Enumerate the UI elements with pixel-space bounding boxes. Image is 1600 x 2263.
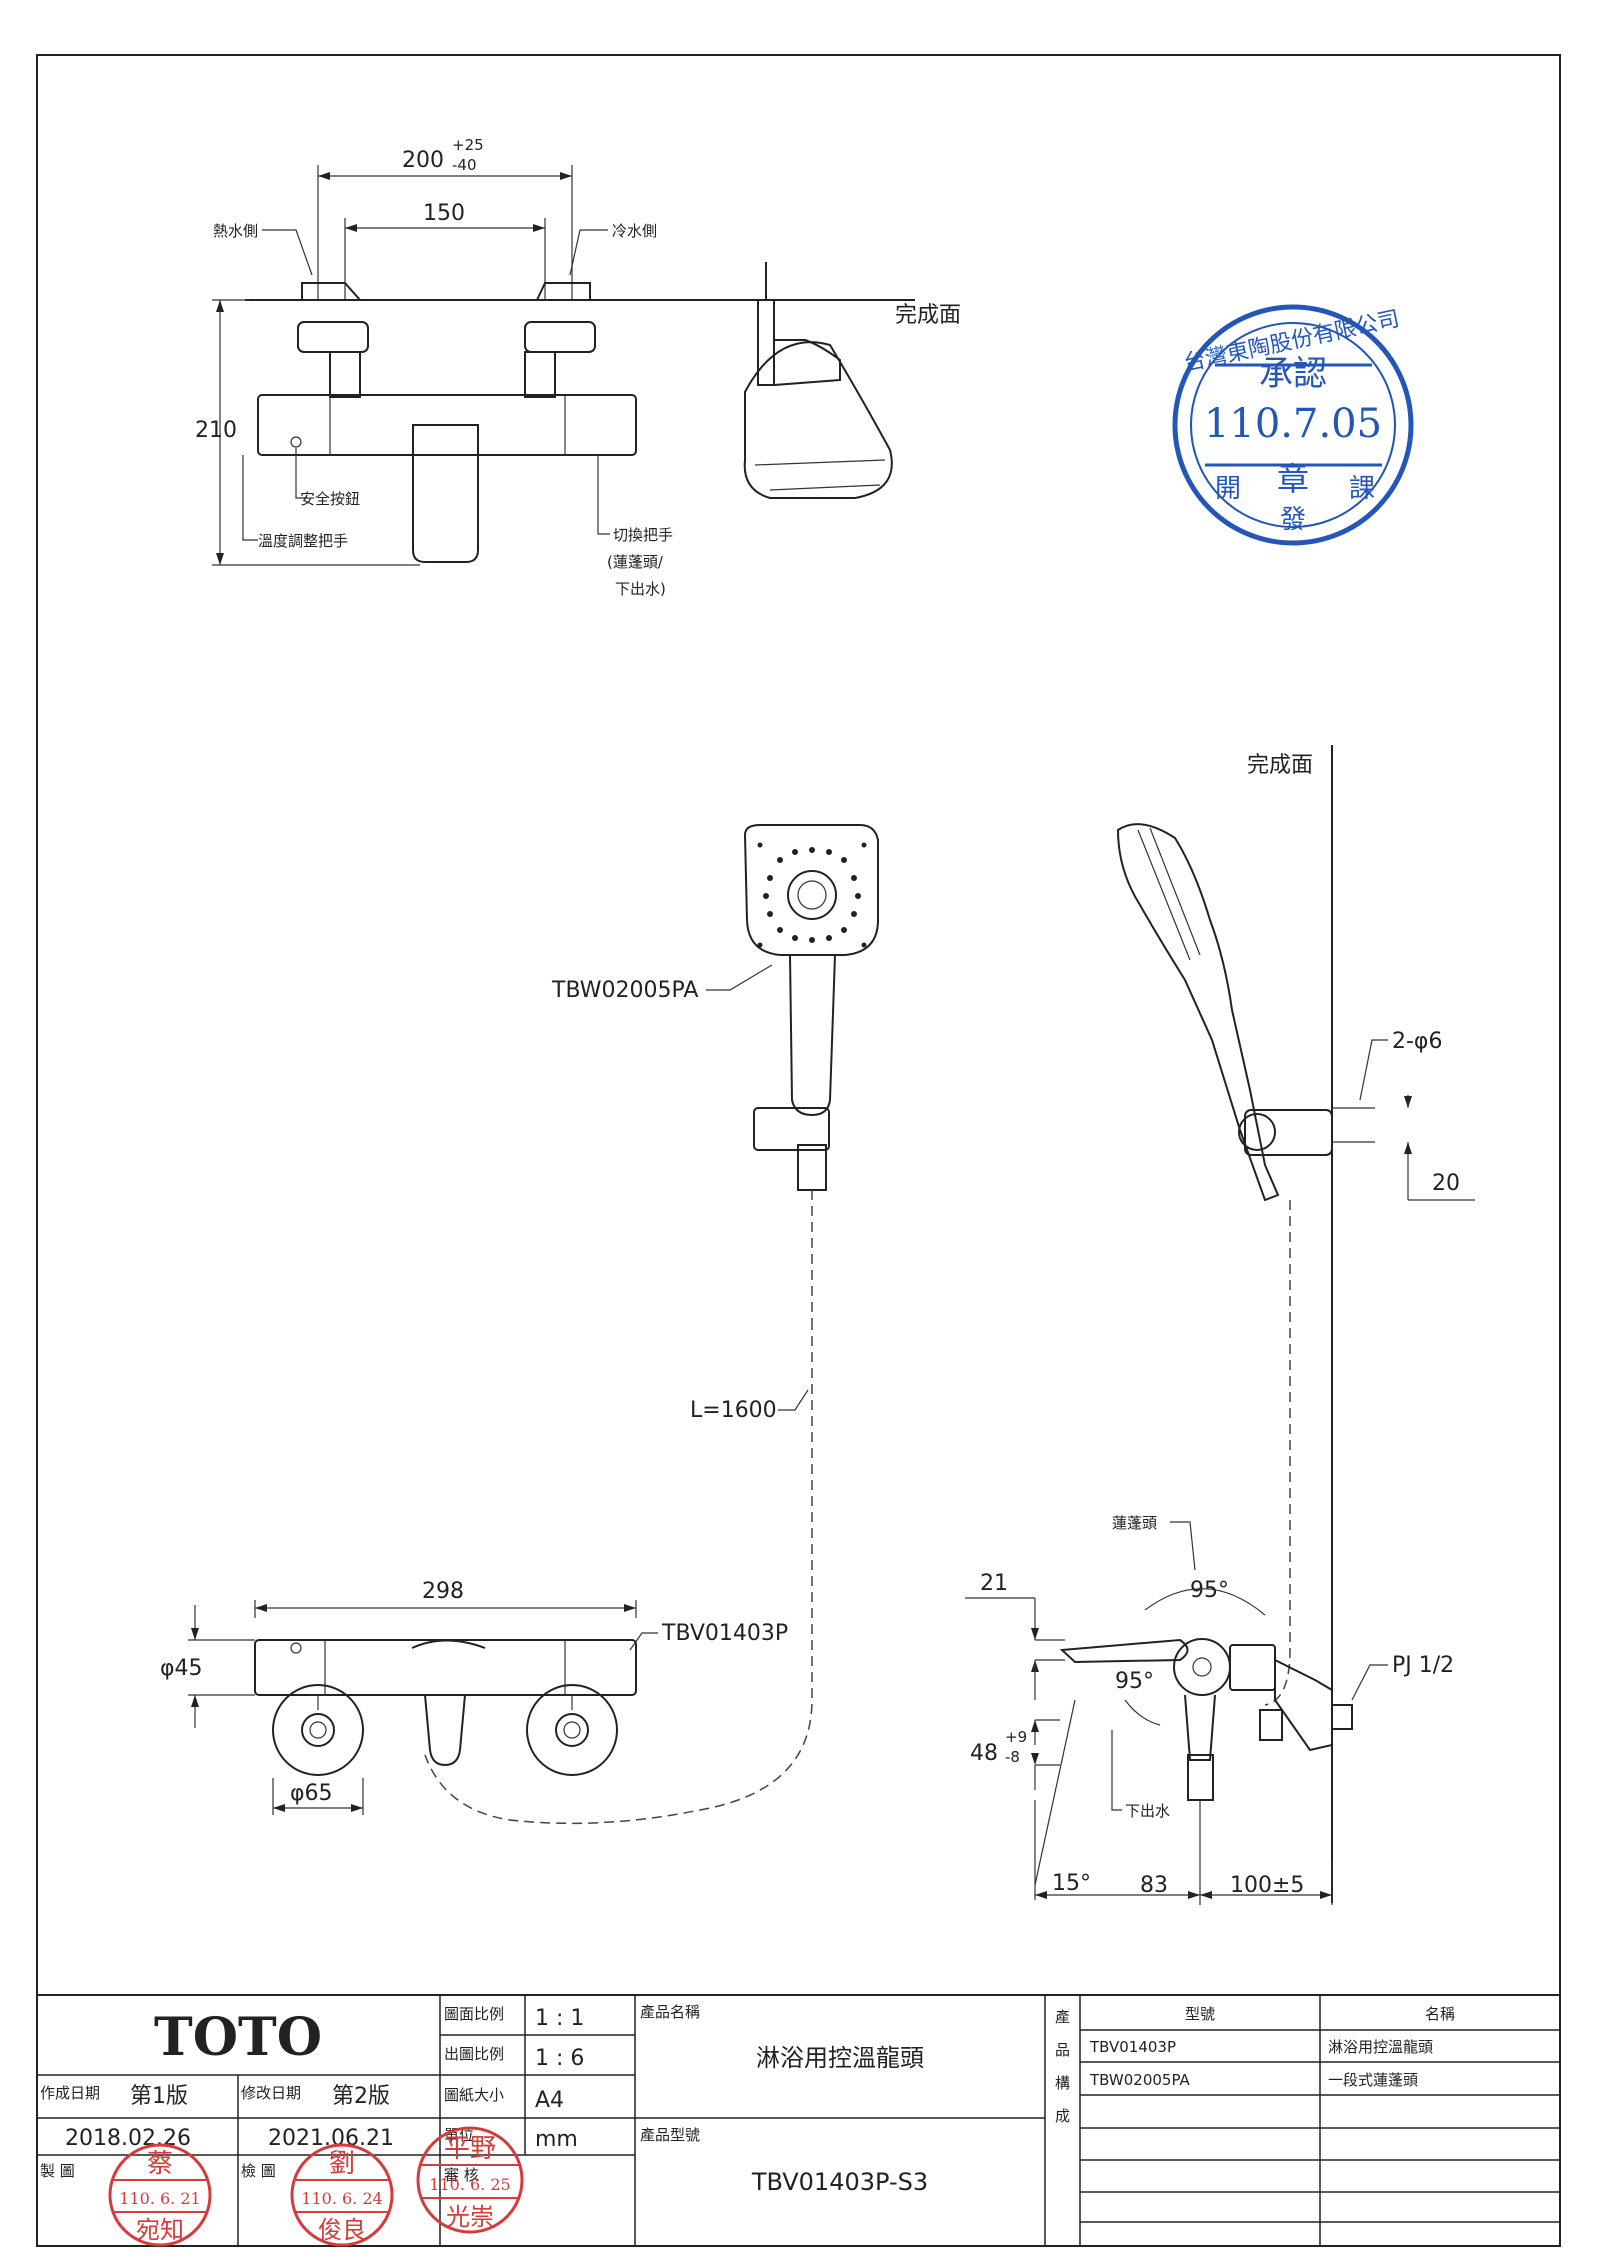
approval-dept-mid: 發 (1280, 505, 1306, 535)
paper-label: 圖紙大小 (444, 2086, 504, 2104)
product-model-label: 產品型號 (640, 2126, 700, 2144)
print-scale-value: 1 : 6 (535, 2046, 584, 2071)
product-name-label: 產品名稱 (640, 2003, 700, 2021)
created-label: 作成日期 (40, 2084, 100, 2102)
approval-seal: 章 (1277, 460, 1309, 498)
switch-handle-label-1: 切換把手 (613, 526, 673, 544)
review-stamp-date: 110. 6. 25 (429, 2175, 510, 2194)
dim-298: 298 (422, 1579, 464, 1604)
scale-value: 1 : 1 (535, 2006, 584, 2031)
product-name: 淋浴用控溫龍頭 (756, 2044, 924, 2072)
bottom-outlet-label: 下出水 (1125, 1802, 1170, 1820)
dim-83: 83 (1140, 1873, 1168, 1898)
angle-95-inner: 95° (1115, 1669, 1154, 1694)
row2-name: 一段式蓮蓬頭 (1328, 2071, 1418, 2089)
sheet-border (36, 54, 1561, 2247)
row2-model: TBW02005PA (1089, 2071, 1191, 2089)
unit-value: mm (535, 2127, 578, 2152)
drawn-stamp-top: 蔡 (147, 2149, 173, 2179)
cold-side-label: 冷水側 (612, 222, 657, 240)
angle-95-top: 95° (1190, 1578, 1229, 1603)
spray-holes (757, 842, 867, 948)
angle-15: 15° (1052, 1871, 1091, 1896)
drawn-stamp: 蔡 110. 6. 21 宛知 (108, 2143, 212, 2247)
title-block: TOTO 圖面比例 1 : 1 出圖比例 1 : 6 圖紙大小 A4 單位 mm… (37, 1994, 1560, 2246)
brand-logo: TOTO (154, 2007, 322, 2068)
switch-handle-label-2: (蓮蓬頭/ (607, 553, 664, 571)
dim-210: 210 (195, 418, 237, 443)
dim-200: 200 (402, 148, 444, 173)
review-label: 審 核 (444, 2166, 479, 2184)
approval-dept-right: 課 (1349, 474, 1375, 504)
row1-name: 淋浴用控溫龍頭 (1328, 2038, 1433, 2056)
approval-dept-left: 開 (1215, 474, 1241, 504)
top-view: 完成面 200 +25 -40 150 熱水側 冷水側 210 (195, 136, 961, 598)
review-stamp: 平野 110. 6. 25 光崇 (416, 2126, 524, 2234)
drawn-stamp-bottom: 宛知 (136, 2216, 184, 2244)
safety-button-label: 安全按鈕 (300, 490, 360, 508)
hot-side-label: 熱水側 (213, 222, 258, 240)
finish-surface-label-top: 完成面 (895, 303, 961, 328)
edition1: 第1版 (130, 2084, 188, 2109)
check-stamp-bottom: 俊良 (318, 2216, 366, 2244)
pj-label: PJ 1/2 (1392, 1653, 1454, 1678)
approval-stamp: 台灣東陶股份有限公司 承認 110.7.05 章 開 發 課 (1172, 304, 1414, 546)
switch-handle-label-3: 下出水) (615, 580, 666, 598)
modified-label: 修改日期 (241, 2084, 301, 2102)
col-model: 型號 (1185, 2005, 1215, 2023)
front-view: 298 TBV01403P φ45 φ65 (160, 1579, 788, 1815)
screw-label: 2-φ6 (1392, 1029, 1442, 1054)
review-stamp-top: 平野 (444, 2134, 496, 2164)
dim-200-tol-minus: -40 (452, 156, 477, 174)
dim-48-minus: -8 (1005, 1748, 1020, 1766)
check-label: 檢 圖 (241, 2162, 276, 2180)
row1-model: TBV01403P (1089, 2038, 1176, 2056)
drawn-stamp-date: 110. 6. 21 (119, 2189, 200, 2208)
finish-surface-label-side: 完成面 (1247, 753, 1313, 778)
temp-handle-label: 溫度調整把手 (258, 532, 348, 550)
review-stamp-bottom: 光崇 (446, 2203, 494, 2231)
check-stamp-date: 110. 6. 24 (301, 2189, 382, 2208)
body-side-view: 蓮蓬頭 95° 21 95° PJ 1/2 48 +9 -8 (965, 1514, 1454, 1905)
shower-front-view: TBW02005PA L=1600 (424, 824, 879, 1825)
dim-48: 48 (970, 1741, 998, 1766)
dim-200-tol-plus: +25 (452, 136, 484, 154)
col-name: 名稱 (1425, 2005, 1455, 2023)
paper-value: A4 (535, 2088, 564, 2113)
check-stamp-top: 劉 (329, 2149, 355, 2179)
dim-150: 150 (423, 201, 465, 226)
dim-21: 21 (980, 1571, 1008, 1596)
edition2: 第2版 (332, 2084, 390, 2109)
dim-100: 100±5 (1230, 1873, 1304, 1898)
shower-label: 蓮蓬頭 (1112, 1514, 1157, 1532)
shower-model-label: TBW02005PA (551, 978, 698, 1003)
dim-20: 20 (1432, 1171, 1460, 1196)
dim-phi45: φ45 (160, 1656, 203, 1681)
dim-phi65: φ65 (290, 1781, 333, 1806)
dim-48-plus: +9 (1005, 1728, 1027, 1746)
scale-label: 圖面比例 (444, 2005, 504, 2023)
body-model-label: TBV01403P (661, 1621, 788, 1646)
product-model: TBV01403P-S3 (751, 2168, 928, 2196)
print-scale-label: 出圖比例 (444, 2045, 504, 2063)
hose-length-label: L=1600 (690, 1398, 777, 1423)
approval-text: 承認 (1259, 354, 1327, 394)
composition-label: 產品構成 (1053, 2009, 1071, 2141)
approval-date: 110.7.05 (1204, 401, 1382, 447)
check-stamp: 劉 110. 6. 24 俊良 (290, 2143, 394, 2247)
drawn-label: 製 圖 (40, 2162, 75, 2180)
